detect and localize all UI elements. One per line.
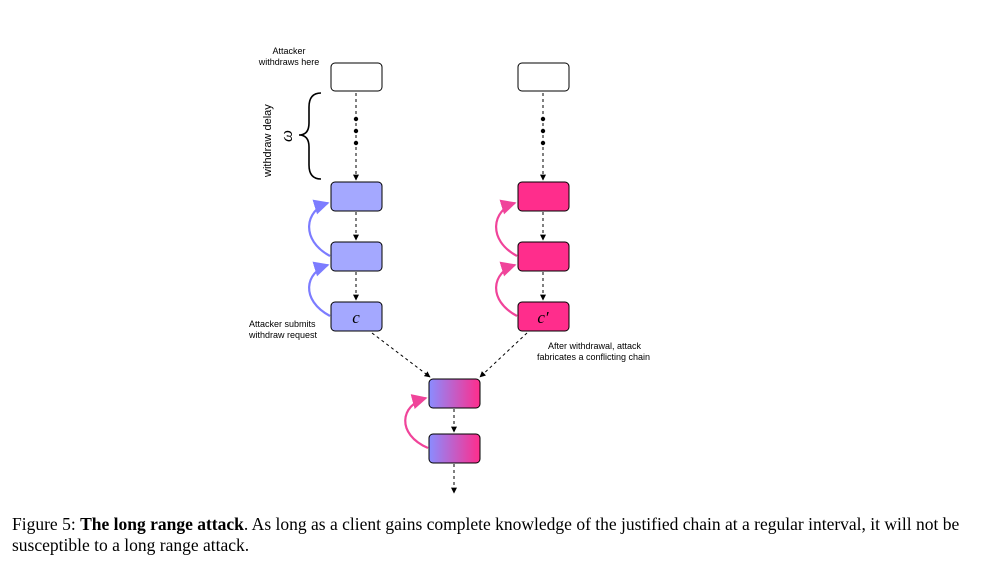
withdraw-here-label-line2: withdraws here bbox=[258, 57, 320, 67]
right-ellipsis-dot bbox=[540, 128, 546, 134]
block-c-label: c bbox=[352, 308, 360, 327]
left-ellipsis-dot bbox=[353, 128, 359, 134]
converge-link-left bbox=[371, 332, 431, 378]
right-ellipsis-dot bbox=[540, 116, 546, 122]
right-ellipsis-dot bbox=[540, 140, 546, 146]
left-blue-block bbox=[330, 181, 383, 212]
block-c bbox=[330, 301, 383, 332]
right-pink-block bbox=[517, 241, 570, 272]
left-curved-arrow bbox=[308, 199, 331, 257]
caption-prefix: Figure 5: bbox=[12, 514, 81, 534]
omega-label: ω bbox=[277, 130, 296, 142]
left-blue-block bbox=[330, 241, 383, 272]
right-curved-arrow bbox=[495, 261, 518, 317]
fabricate-label-line1: After withdrawal, attack bbox=[548, 341, 642, 351]
merged-curved-arrow bbox=[404, 394, 429, 450]
converge-link-right bbox=[479, 332, 528, 378]
left-white-block bbox=[330, 62, 383, 92]
right-pink-block bbox=[517, 181, 570, 212]
long-range-attack-diagram: Attacker withdraws here withdraw delay ω… bbox=[248, 46, 650, 494]
submit-label-line1: Attacker submits bbox=[249, 319, 316, 329]
block-c-prime-label: c′ bbox=[537, 308, 549, 327]
merged-block bbox=[428, 378, 481, 409]
withdraw-delay-label: withdraw delay bbox=[262, 104, 274, 178]
submit-label-line2: withdraw request bbox=[248, 330, 318, 340]
caption-title: The long range attack bbox=[80, 514, 244, 534]
caption-body: . As long as a client gains complete kno… bbox=[12, 514, 960, 555]
left-ellipsis-dot bbox=[353, 116, 359, 122]
left-curved-arrow bbox=[308, 261, 331, 317]
figure-caption: Figure 5: The long range attack. As long… bbox=[12, 514, 972, 556]
block-c-prime bbox=[517, 301, 570, 332]
withdraw-delay-brace bbox=[298, 92, 322, 180]
right-curved-arrow bbox=[495, 199, 518, 257]
withdraw-here-label-line1: Attacker bbox=[272, 46, 305, 56]
right-white-block bbox=[517, 62, 570, 92]
left-ellipsis-dot bbox=[353, 140, 359, 146]
merged-block bbox=[428, 433, 481, 464]
fabricate-label-line2: fabricates a conflicting chain bbox=[537, 352, 650, 362]
